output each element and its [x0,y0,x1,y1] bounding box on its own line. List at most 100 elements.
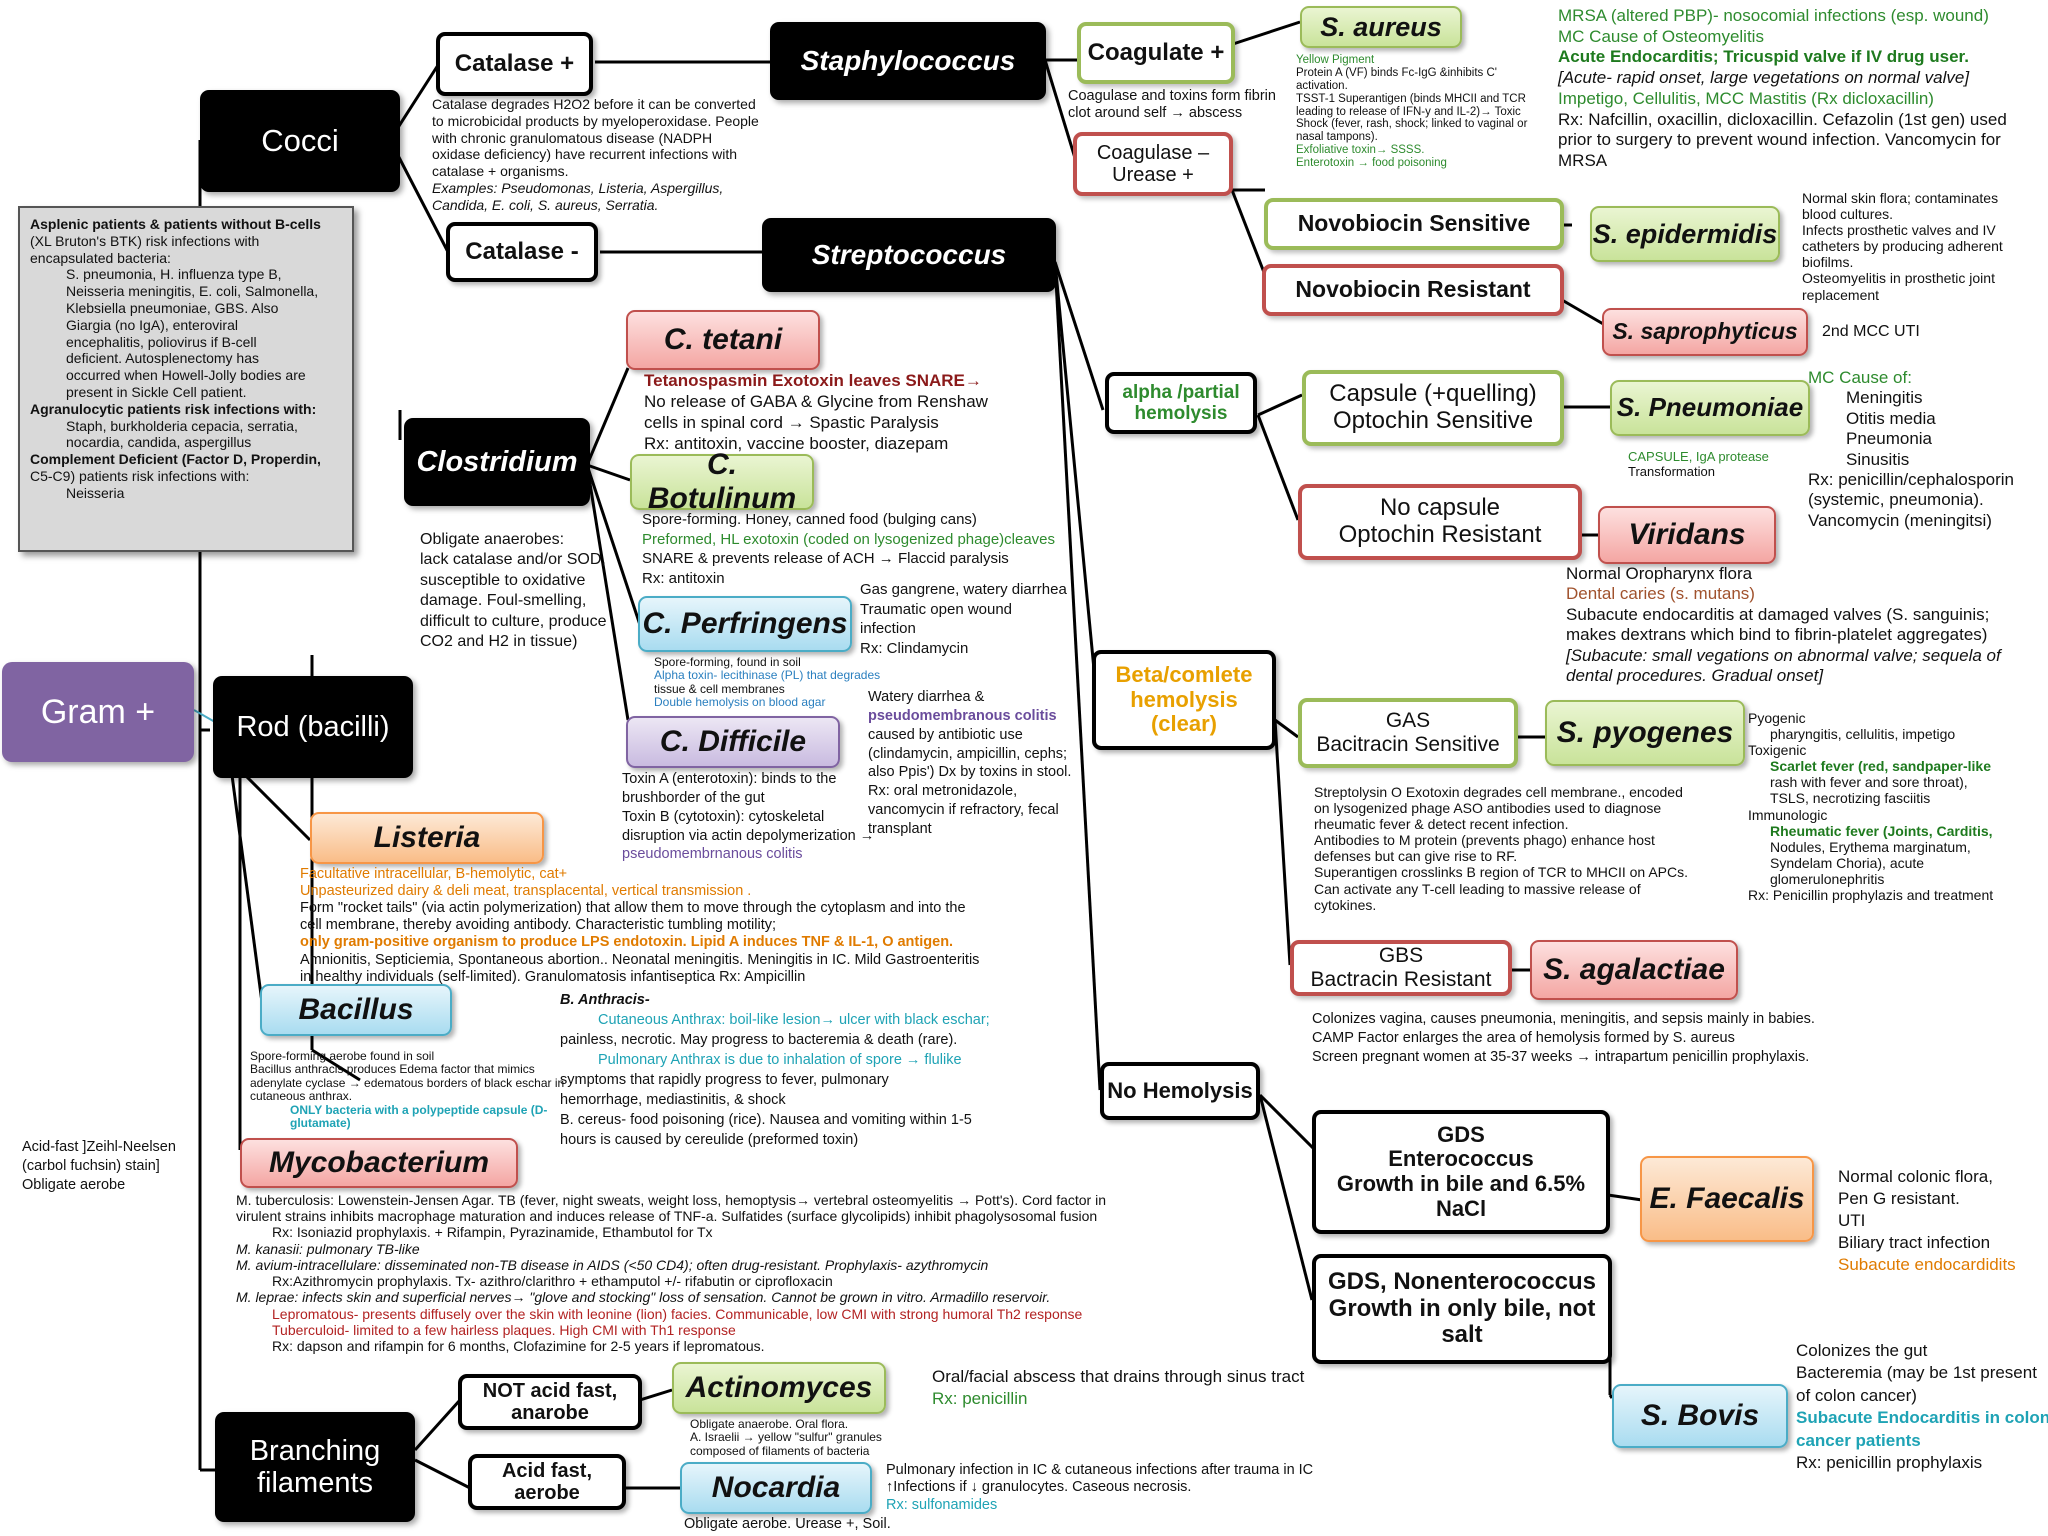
note-line: hemorrhage, mediastinitis, & shock [560,1092,786,1108]
coagulase-positive-note: Coagulase and toxins form fibrin clot ar… [1068,88,1276,123]
clostridium-note: Obligate anaerobes: lack catalase and/or… [420,530,606,653]
novobiocin-resistant-node[interactable]: Novobiocin Resistant [1262,264,1564,316]
note-line: caused by antibiotic use [868,726,1023,743]
c-botulinum-label: C. Botulinum [647,448,797,515]
note-line: Antibodies to M protein (prevents phago)… [1314,832,1655,849]
note-line: prior to surgery to prevent wound infect… [1558,130,2001,150]
clostridium-node[interactable]: Clostridium [404,418,590,506]
alpha-hemolysis-node[interactable]: alpha /partial hemolysis [1105,372,1257,434]
acid-fast-node[interactable]: Acid fast, aerobe [468,1454,626,1510]
note-line: clot around self → abscess [1068,105,1243,122]
note-line: C5-C9) patients risk infections with: [30,467,250,484]
coagulase-negative-node[interactable]: Coagulase – Urease + [1073,132,1233,196]
s-aureus-clinical-note: MRSA (altered PBP)- nosocomial infection… [1558,6,2007,172]
note-line: biofilms. [1802,254,1854,271]
streptococcus-node[interactable]: Streptococcus [762,218,1056,292]
c-tetani-node[interactable]: C. tetani [626,310,820,370]
catalase-negative-node[interactable]: Catalase - [446,222,598,282]
c-perfringens-node[interactable]: C. Perfringens [638,596,852,652]
e-faecalis-node[interactable]: E. Faecalis [1640,1156,1814,1242]
nocardia-node[interactable]: Nocardia [680,1462,872,1514]
beta-hemolysis-node[interactable]: Beta/comlete hemolysis (clear) [1092,650,1276,750]
gds-enterococcus-node[interactable]: GDS Enterococcus Growth in bile and 6.5%… [1312,1110,1610,1234]
gram-positive-root[interactable]: Gram + [2,662,194,762]
s-aureus-label: S. aureus [1320,11,1442,42]
note-line: 2nd MCC UTI [1822,323,1920,340]
branching-filaments-node[interactable]: Branching filaments [215,1412,415,1522]
no-hemolysis-node[interactable]: No Hemolysis [1100,1062,1260,1120]
s-agalactiae-node[interactable]: S. agalactiae [1530,940,1738,1000]
gds-non-label-1: GDS, Nonenterococcus [1327,1267,1597,1295]
bacillus-anthracis-note: B. Anthracis- Cutaneous Anthrax: boil-li… [560,990,990,1150]
note-line: of colon cancer) [1796,1385,1917,1405]
s-aureus-node[interactable]: S. aureus [1300,6,1462,48]
mycobacterium-label: Mycobacterium [268,1146,490,1180]
rod-bacilli-node[interactable]: Rod (bacilli) [213,676,413,778]
bacillus-general-note: Spore-forming aerobe found in soil Bacil… [250,1049,565,1131]
note-line: deficient. Autosplenectomy has [66,350,260,367]
note-line: cell membrane, thereby avoiding antibody… [300,917,777,934]
note-line: MC Cause of: [1808,368,1912,387]
catalase-positive-label: Catalase + [454,49,575,77]
note-line: Superantigen crosslinks B region of TCR … [1314,864,1689,881]
note-line: composed of filaments of bacteria [690,1443,870,1458]
no-capsule-optochin-resistant-node[interactable]: No capsule Optochin Resistant [1298,484,1582,560]
gbs-label-2: Bactracin Resistant [1310,968,1492,991]
note-line: Yellow Pigment [1296,54,1375,66]
note-line: Cutaneous Anthrax: boil-like lesion→ ulc… [598,1012,990,1028]
alpha-label-2: hemolysis [1134,403,1228,424]
note-line: Obligate aerobe [22,1177,126,1194]
catalase-positive-node[interactable]: Catalase + [436,32,593,96]
gas-label-2: Bacitracin Sensitive [1316,733,1500,756]
s-saprophyticus-label: S. saprophyticus [1612,318,1798,345]
note-line: difficult to culture, produce [420,612,607,630]
s-epidermidis-note: Normal skin flora; contaminates blood cu… [1802,190,2003,303]
note-line: Scarlet fever (red, sandpaper-like [1770,758,1991,775]
note-line: transplant [868,820,932,837]
note-line: ONLY bacteria with a polypeptide capsule… [290,1102,548,1117]
beta-label-3: (clear) [1150,711,1218,737]
not-acid-fast-label-1: NOT acid fast, [482,1379,618,1402]
note-line: Biliary tract infection [1838,1233,1991,1253]
note-line: defenses but can give rise to RF. [1314,848,1518,865]
capsule-optochin-sensitive-node[interactable]: Capsule (+quelling) Optochin Sensitive [1302,370,1564,446]
not-acid-fast-node[interactable]: NOT acid fast, anarobe [458,1374,642,1430]
note-line: with chronic granulomatous disease (NADP… [432,129,713,146]
c-botulinum-node[interactable]: C. Botulinum [630,448,814,515]
note-line: Spore-forming. Honey, canned food (bulgi… [642,511,977,528]
novobiocin-sensitive-node[interactable]: Novobiocin Sensitive [1264,198,1564,250]
note-line: adenylate cyclase → edematous borders of… [250,1075,565,1090]
note-line: Amnionitis, Septiciemia, Spontaneous abo… [300,951,980,968]
novobiocin-resistant-label: Novobiocin Resistant [1295,276,1531,303]
note-line: (XL Bruton's BTK) risk infections with [30,232,260,249]
staphylococcus-node[interactable]: Staphylococcus [770,22,1046,100]
note-line: Tuberculoid- limited to a few hairless p… [272,1321,736,1338]
acid-fast-note: Acid-fast ]Zeihl-Neelsen (carbol fuchsin… [22,1138,176,1195]
note-line: MC Cause of Osteomyelitis [1558,26,1764,46]
gbs-bacitracin-resistant-node[interactable]: GBS Bactracin Resistant [1290,940,1512,996]
actinomyces-node[interactable]: Actinomyces [672,1362,886,1414]
gas-bacitracin-sensitive-node[interactable]: GAS Bacitracin Sensitive [1298,698,1518,768]
note-line: Complement Deficient (Factor D, Properdi… [30,451,321,468]
listeria-node[interactable]: Listeria [310,812,544,864]
note-line: MRSA [1558,151,1608,171]
c-difficile-node[interactable]: C. Difficile [626,716,840,768]
not-acid-fast-label-2: anarobe [511,1402,589,1424]
s-pyogenes-node[interactable]: S. pyogenes [1545,700,1745,766]
s-pneumoniae-node[interactable]: S. Pneumoniae [1610,380,1810,436]
note-line: symptoms that rapidly progress to fever,… [560,1072,889,1088]
viridans-node[interactable]: Viridans [1598,506,1776,564]
s-saprophyticus-node[interactable]: S. saprophyticus [1602,308,1808,356]
gds-nonenterococcus-node[interactable]: GDS, Nonenterococcus Growth in only bile… [1312,1254,1612,1364]
cocci-node[interactable]: Cocci [200,90,400,192]
catalase-positive-note: Catalase degrades H2O2 before it can be … [432,96,759,214]
coagulase-positive-node[interactable]: Coagulate + [1077,22,1235,84]
mycobacterium-node[interactable]: Mycobacterium [240,1138,518,1188]
note-line: painless, necrotic. May progress to bact… [560,1032,958,1048]
s-bovis-node[interactable]: S. Bovis [1612,1384,1788,1448]
gds-non-label-2: Growth in only bile, not [1328,1294,1596,1322]
s-epidermidis-node[interactable]: S. epidermidis [1590,206,1780,262]
note-line: M. avium-intracellulare: disseminated no… [236,1256,989,1273]
bacillus-node[interactable]: Bacillus [260,984,452,1036]
coagulase-positive-label: Coagulate + [1087,38,1225,66]
